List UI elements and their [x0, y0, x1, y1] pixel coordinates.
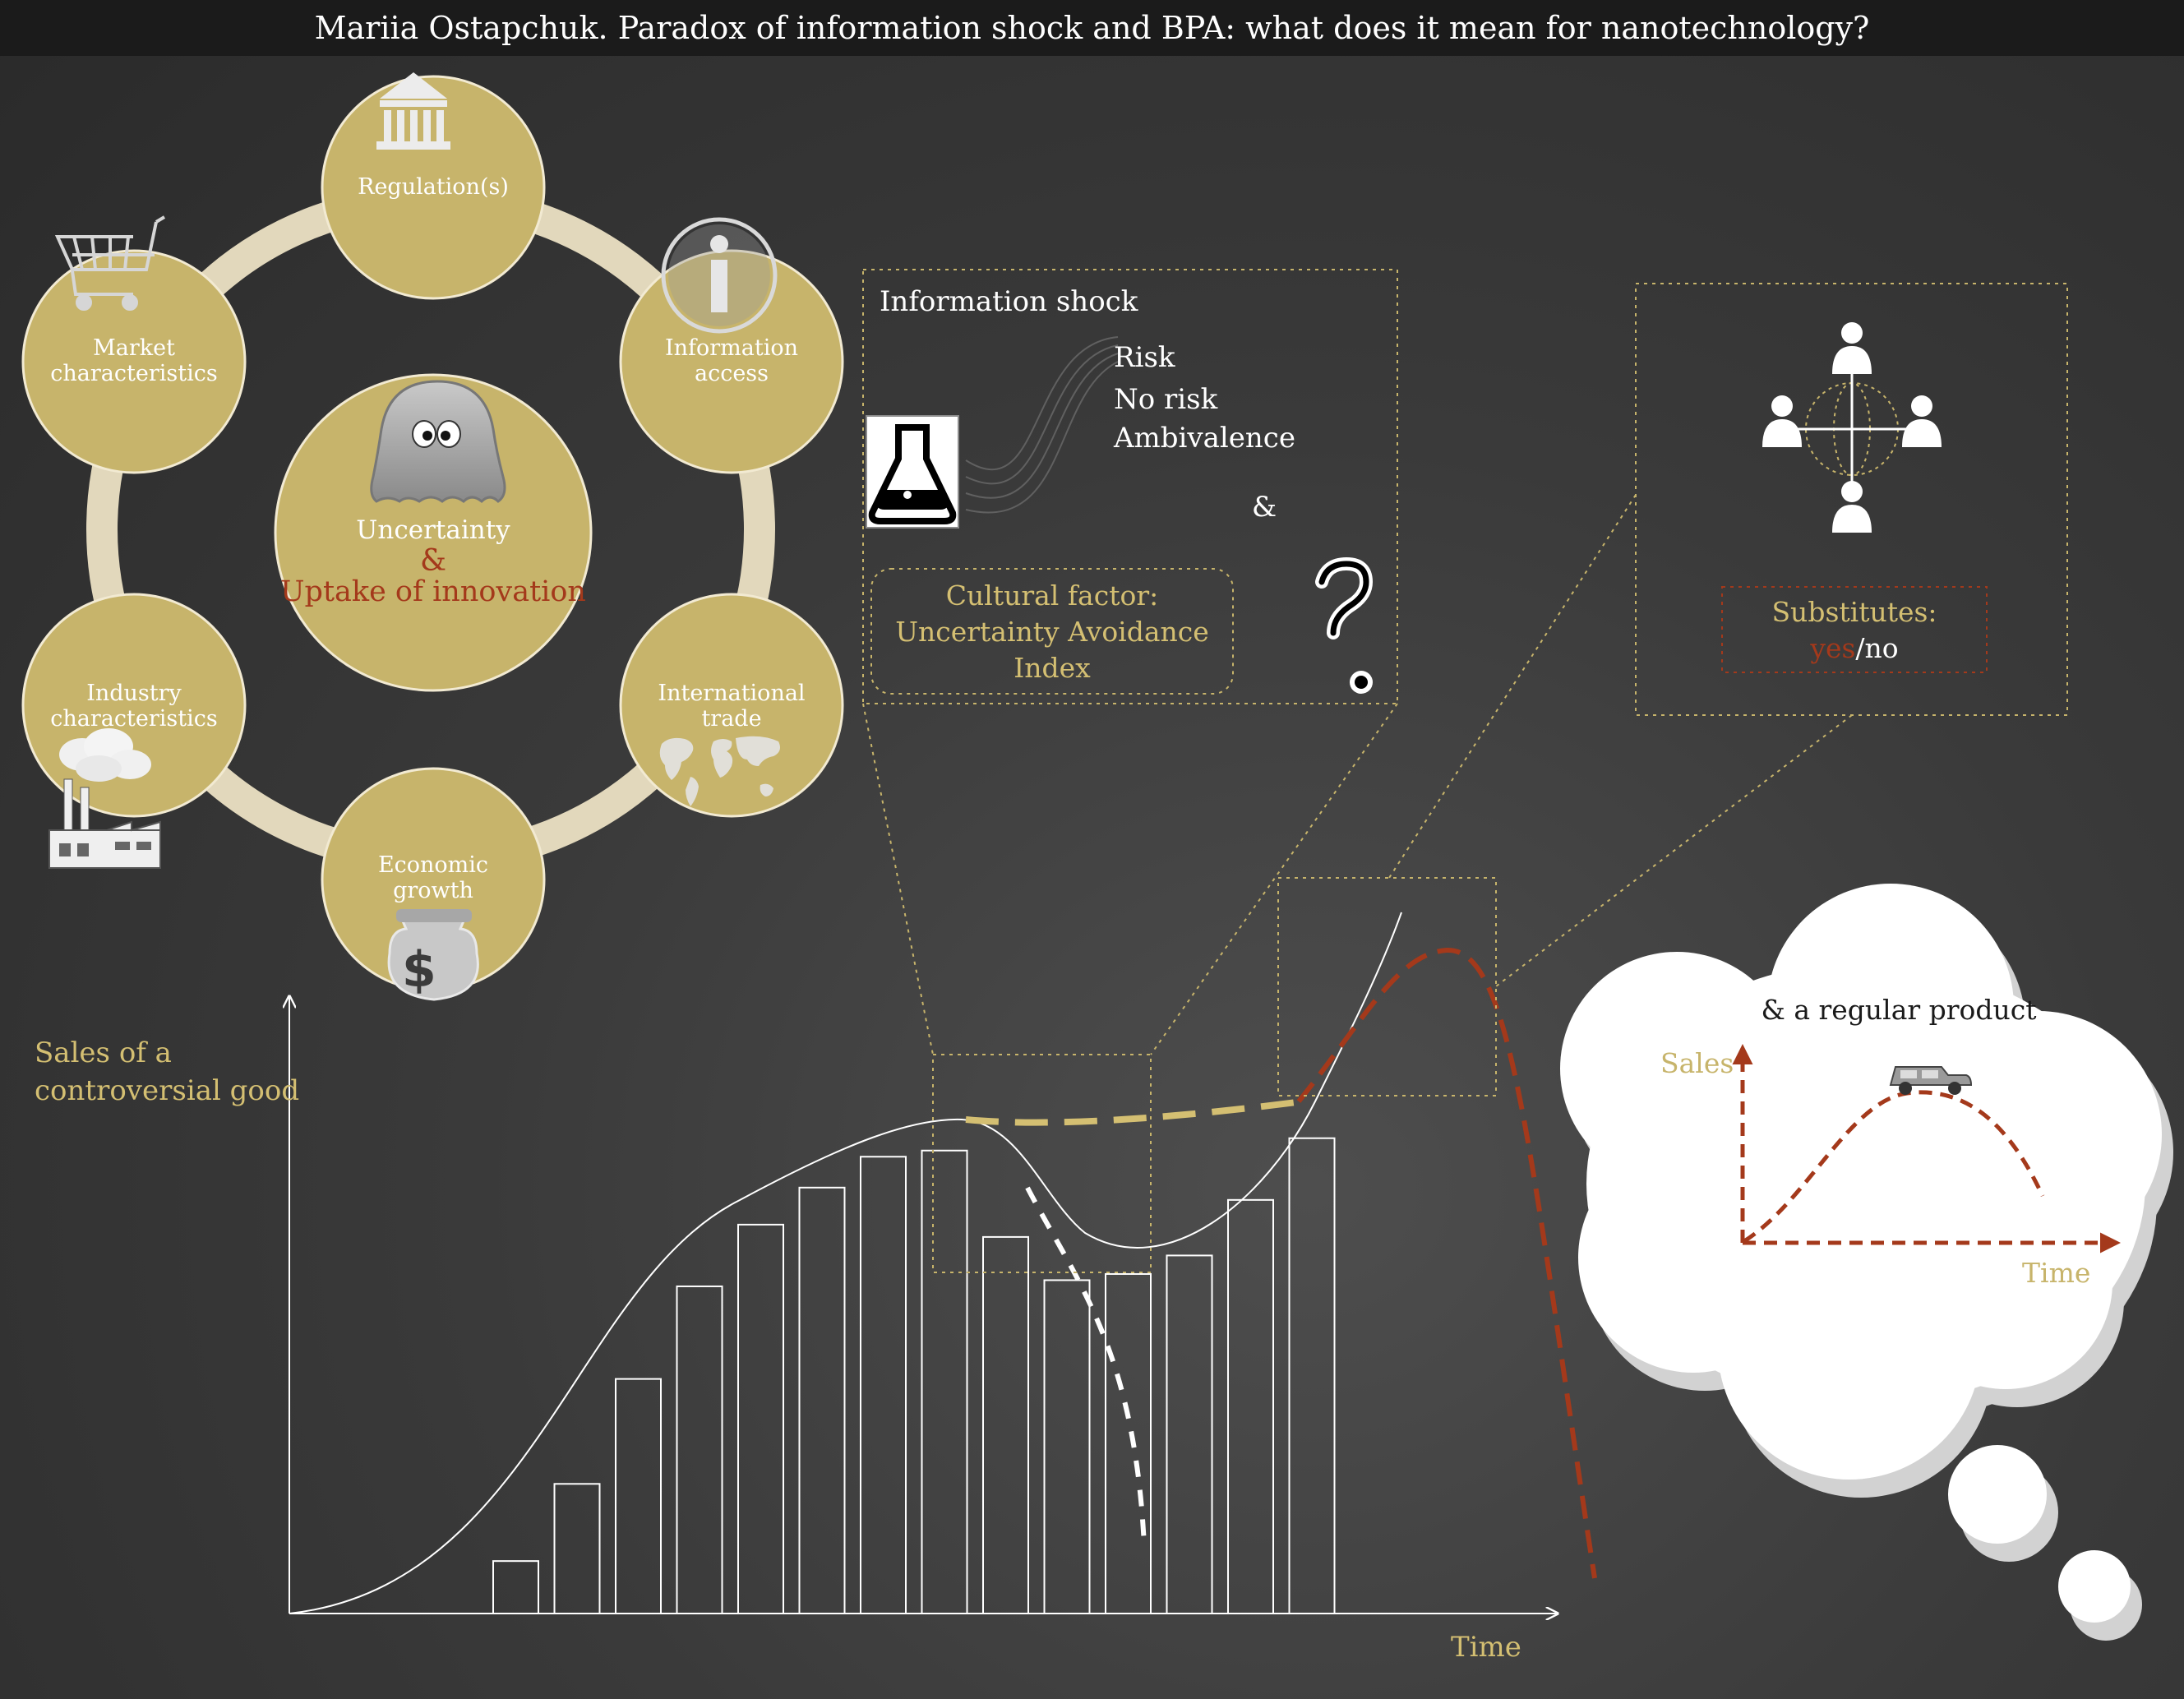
page-title: Mariia Ostapchuk. Paradox of information…: [314, 10, 1870, 46]
center-circle: [274, 373, 593, 692]
sales-bar: [1227, 1198, 1274, 1614]
market-characteristics-label: Market characteristics: [50, 335, 218, 387]
cloud-ylabel: Sales: [1660, 1047, 1734, 1079]
cultural-factor-box: [870, 568, 1234, 695]
chart-ylabel-line1: Sales of a: [35, 1036, 172, 1069]
shopping-cart-icon: [54, 215, 166, 311]
sales-bar: [860, 1156, 907, 1614]
center-uncertainty-label: Uncertainty: [356, 515, 510, 545]
info-shock-panel: [862, 269, 1398, 704]
substitutes-yes: yes: [1810, 632, 1856, 664]
information-shock-title: Information shock: [880, 285, 1138, 318]
industry-characteristics-label: Industry characteristics: [50, 681, 218, 732]
collapse-curve: [1025, 1186, 1147, 1546]
substitutes-label: Substitutes:: [1771, 596, 1937, 628]
chemical-flask-icon: [866, 415, 959, 529]
cultural-factor-line3: Index: [1014, 652, 1091, 684]
substitutes-no: no: [1864, 632, 1899, 664]
sales-bar: [921, 1149, 968, 1614]
sales-bar: [615, 1378, 662, 1614]
sales-bar: [553, 1483, 601, 1615]
money-bag-icon: $: [387, 909, 479, 1001]
svg-text:$: $: [402, 941, 436, 999]
economic-growth-label: Economic growth: [377, 852, 489, 904]
people-globe-icon: [1762, 322, 1942, 533]
sales-bar: [1288, 1137, 1336, 1614]
cultural-factor-line2: Uncertainty Avoidance: [895, 616, 1209, 648]
world-map-icon: [659, 736, 780, 806]
substitutes-slash: /: [1855, 632, 1865, 664]
information-access-label: Information access: [664, 335, 799, 387]
center-ampersand: &: [419, 544, 447, 578]
sales-curve: [289, 912, 1402, 1614]
cloud-title: & a regular product: [1761, 994, 2037, 1026]
international-trade-label: International trade: [658, 681, 806, 732]
car-icon: [1889, 1066, 1973, 1095]
chart-xlabel: Time: [1451, 1631, 1521, 1664]
option-ambivalence: Ambivalence: [1114, 422, 1295, 455]
rust-dashed-curve: [1296, 947, 1597, 1579]
question-mark-icon: [1315, 556, 1374, 694]
ghost-icon: [370, 380, 506, 504]
sales-bar: [798, 1186, 846, 1615]
node-regulation: [321, 75, 546, 300]
sales-bar: [1105, 1272, 1152, 1614]
sales-bar: [1043, 1279, 1091, 1614]
connector-lines: [862, 494, 1853, 1055]
gold-dashed-curve: [965, 1098, 1304, 1126]
option-risk: Risk: [1114, 341, 1175, 374]
thought-cloud: [1560, 884, 2173, 1641]
substitutes-choice: yes/no: [1722, 633, 1987, 664]
bars-group: [492, 1137, 1336, 1615]
zoom-box-peak: [1277, 877, 1497, 1097]
cloud-xlabel: Time: [2022, 1257, 2091, 1289]
government-building-icon: [376, 72, 450, 150]
substitutes-box: [1721, 586, 1988, 673]
regulation-label: Regulation(s): [358, 174, 509, 200]
center-uptake-label: Uptake of innovation: [280, 575, 586, 608]
cultural-factor-line1: Cultural factor:: [945, 579, 1159, 612]
factory-icon: [48, 728, 161, 869]
sales-bar: [982, 1235, 1029, 1614]
sales-bar: [492, 1560, 539, 1615]
sales-bar: [676, 1285, 723, 1614]
sales-bar: [1166, 1254, 1213, 1615]
info-icon: [661, 217, 778, 334]
option-no-risk: No risk: [1114, 383, 1218, 416]
node-information: [619, 249, 844, 474]
info-ampersand: &: [1251, 491, 1277, 524]
zoom-box-dip: [932, 1054, 1152, 1273]
title-bar: Mariia Ostapchuk. Paradox of information…: [0, 0, 2184, 56]
sales-bar: [737, 1223, 784, 1614]
info-shock-curves: [965, 336, 1119, 514]
chart-ylabel-line2: controversial good: [35, 1074, 300, 1107]
sales-chart: [289, 877, 1597, 1615]
